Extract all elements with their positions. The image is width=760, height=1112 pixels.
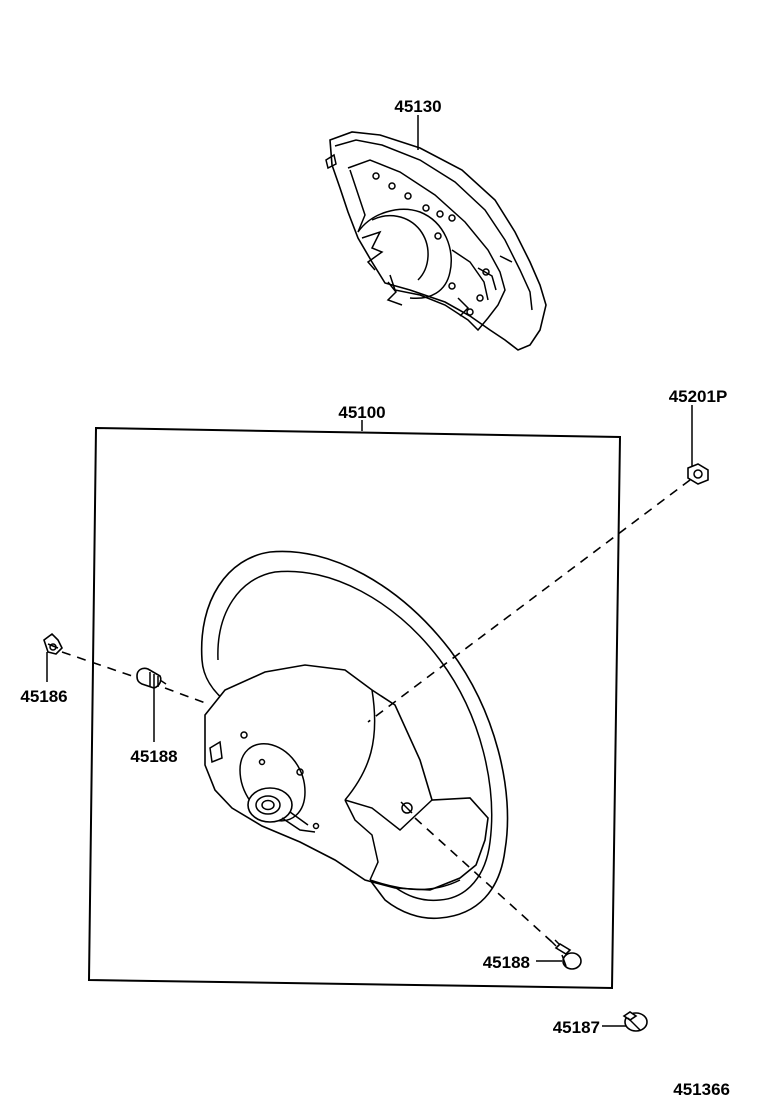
label-45188-left: 45188: [130, 747, 177, 766]
steering-wheel-drawing: [200, 550, 509, 920]
diagram-code: 451366: [673, 1080, 730, 1099]
label-45201p: 45201P: [669, 387, 728, 406]
label-45130: 45130: [394, 97, 441, 116]
nut-45201p-icon: [687, 463, 709, 485]
screw-45188-left-icon: [136, 667, 167, 689]
label-45188-right: 45188: [483, 953, 530, 972]
dashline-screw-to-hub: [164, 687, 209, 705]
clip-45186-icon: [43, 632, 63, 655]
label-45100: 45100: [338, 403, 385, 422]
screw-45188-right-icon: [551, 939, 582, 970]
cap-45187-icon: [622, 1011, 648, 1032]
label-45187: 45187: [553, 1018, 600, 1037]
dashline-nut: [367, 479, 691, 723]
dashline-clip-to-screw: [61, 651, 139, 679]
assembly-frame: [87, 426, 622, 990]
horn-pad-drawing: [325, 131, 547, 351]
label-45186: 45186: [20, 687, 67, 706]
